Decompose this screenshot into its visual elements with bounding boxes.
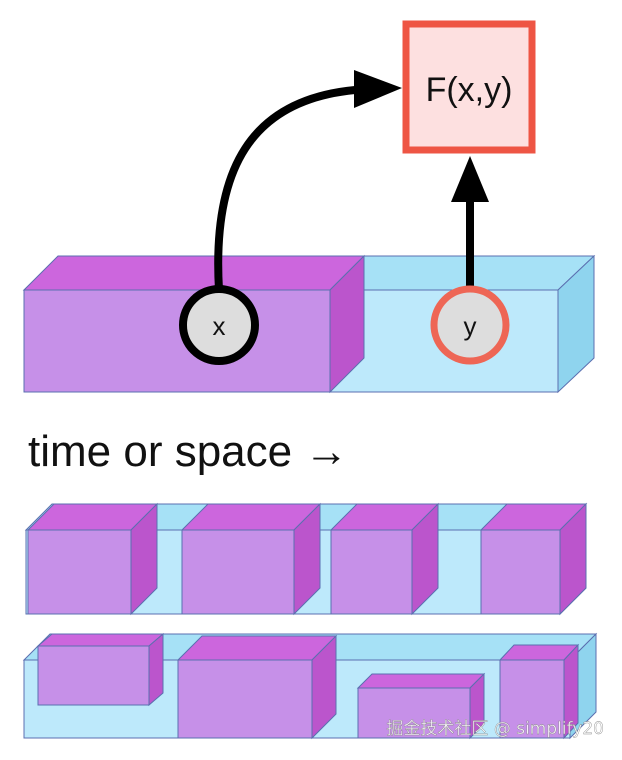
- purple-segment-front: [23, 289, 331, 393]
- box-c: [356, 672, 486, 740]
- function-box: F(x,y): [402, 20, 536, 154]
- arrowhead-x: [354, 70, 402, 108]
- cube-1: [26, 502, 159, 616]
- arrow-x-to-f: [214, 86, 356, 291]
- node-y: y: [430, 285, 510, 365]
- strided-sequence-block: [24, 502, 588, 616]
- node-y-label: y: [464, 311, 477, 341]
- box-d: [498, 643, 580, 740]
- main-sequence-block: [22, 254, 596, 394]
- cube-3: [329, 502, 440, 616]
- function-label: F(x,y): [426, 71, 513, 109]
- box-b: [176, 634, 338, 740]
- node-x: x: [179, 285, 259, 365]
- box-a: [36, 632, 165, 707]
- node-x-label: x: [213, 311, 226, 341]
- watermark: 掘金技术社区 @ simplify20: [386, 719, 604, 739]
- arrowhead-y: [451, 156, 489, 202]
- cube-2: [180, 502, 322, 616]
- irregular-sequence-block: [22, 632, 598, 740]
- axis-caption: time or space →: [28, 427, 348, 476]
- purple-segment-top: [22, 255, 366, 291]
- cube-4: [479, 502, 588, 616]
